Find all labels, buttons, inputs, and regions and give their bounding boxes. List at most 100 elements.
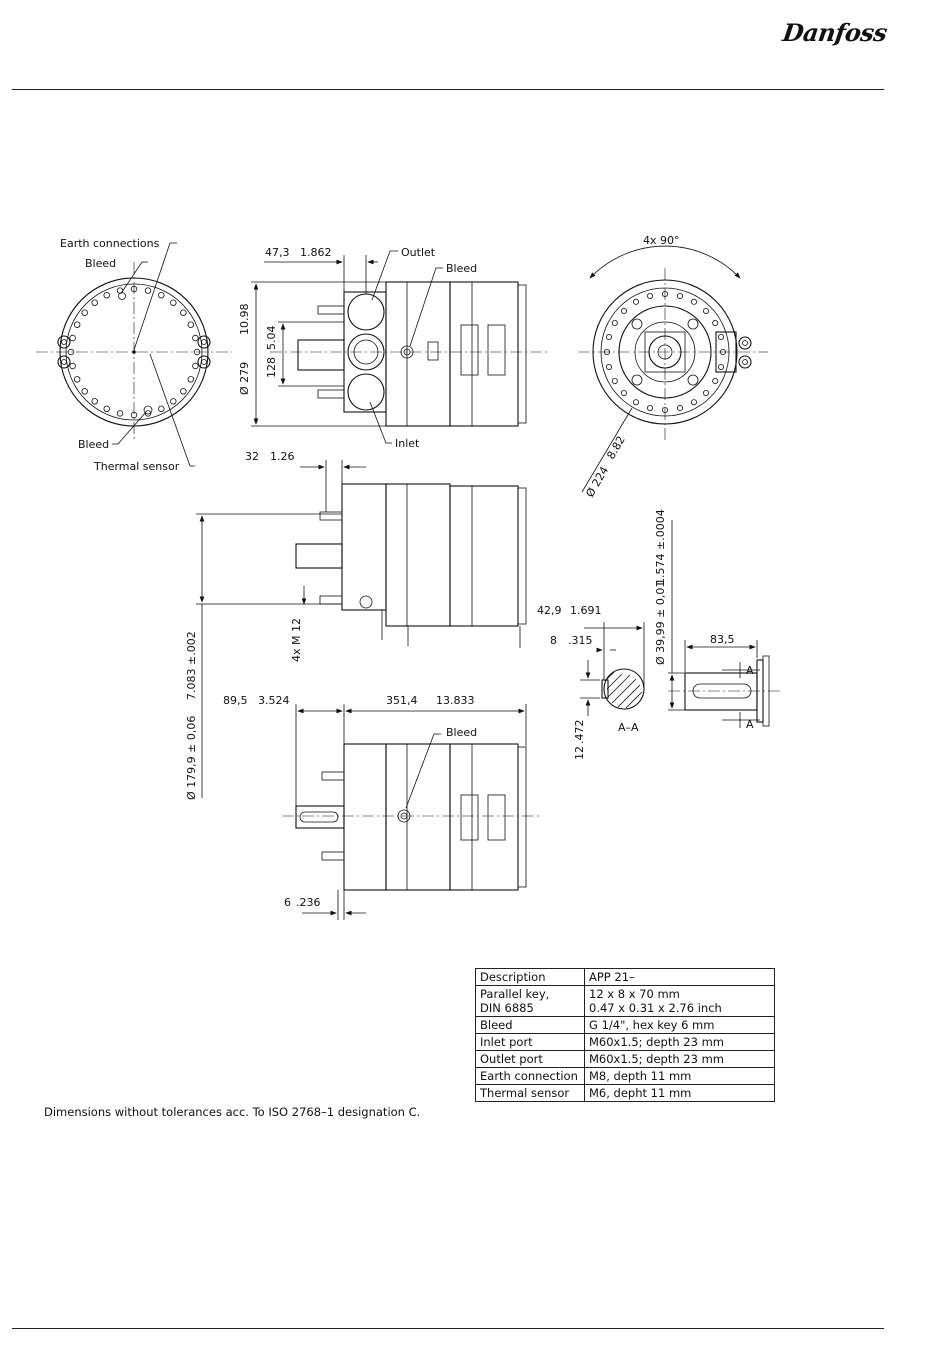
bolt-hole bbox=[170, 299, 177, 306]
dim-12-inch: .472 bbox=[573, 720, 586, 745]
bolt-hole bbox=[69, 334, 76, 342]
bolt-hole bbox=[192, 362, 199, 370]
dim-6: 6 bbox=[284, 896, 291, 909]
bolt-hole bbox=[621, 307, 628, 314]
bolt-hole bbox=[187, 321, 194, 328]
bolt-hole bbox=[73, 321, 81, 328]
spec-label: Earth connection bbox=[475, 1067, 585, 1085]
label-section-a-top: A bbox=[746, 664, 754, 677]
dim-351-4-inch: 13.833 bbox=[436, 694, 475, 707]
spec-label: Inlet port bbox=[475, 1033, 585, 1051]
bolt-hole bbox=[67, 348, 75, 356]
bolt-hole bbox=[621, 389, 628, 396]
bolt-hole bbox=[611, 377, 618, 384]
bolt-hole bbox=[193, 348, 201, 356]
front-view bbox=[36, 242, 232, 467]
bolt-hole bbox=[718, 363, 725, 370]
dim-8-inch: .315 bbox=[568, 634, 593, 647]
bolt-hole bbox=[130, 285, 138, 293]
bolt-hole bbox=[69, 362, 76, 370]
side-view-top bbox=[251, 250, 548, 444]
header-rule bbox=[12, 89, 884, 90]
bolt-hole bbox=[647, 292, 654, 299]
dim-279-inch: 10.98 bbox=[238, 304, 251, 336]
bolt-hole bbox=[91, 299, 98, 306]
spec-label: Parallel key, DIN 6885 bbox=[475, 985, 585, 1017]
label-section-a-bottom: A bbox=[746, 718, 754, 731]
spec-label: Bleed bbox=[475, 1016, 585, 1034]
label-bleed-lower: Bleed bbox=[446, 726, 477, 739]
label-bleed-front-bottom: Bleed bbox=[78, 438, 109, 451]
dim-89-5-inch: 3.524 bbox=[258, 694, 290, 707]
bolt-hole bbox=[187, 376, 194, 383]
dim-8: 8 bbox=[550, 634, 557, 647]
bolt-hole bbox=[180, 309, 187, 316]
spec-value: APP 21– bbox=[584, 968, 775, 986]
bolt-hole bbox=[170, 398, 177, 405]
dim-47-3-inch: 1.862 bbox=[300, 246, 332, 259]
bolt-hole bbox=[611, 319, 618, 326]
dim-279: Ø 279 bbox=[238, 362, 251, 395]
spec-label: Description bbox=[475, 968, 585, 986]
bolt-hole bbox=[81, 309, 88, 316]
label-section-aa: A–A bbox=[618, 721, 639, 734]
bolt-hole bbox=[192, 334, 199, 342]
rear-view bbox=[578, 245, 768, 493]
bolt-hole bbox=[633, 399, 640, 406]
label-bleed-front-top: Bleed bbox=[85, 257, 116, 270]
label-earth-connections: Earth connections bbox=[60, 237, 160, 250]
spec-value: G 1/4", hex key 6 mm bbox=[584, 1016, 775, 1034]
dim-42-9: 42,9 bbox=[537, 604, 562, 617]
bolt-hole bbox=[677, 292, 684, 299]
bolt-hole bbox=[158, 405, 165, 412]
label-outlet: Outlet bbox=[401, 246, 436, 259]
bolt-hole bbox=[103, 405, 110, 412]
bolt-hole bbox=[73, 376, 81, 383]
bolt-hole bbox=[116, 410, 124, 417]
bolt-hole bbox=[604, 348, 611, 355]
section-aa bbox=[580, 622, 645, 716]
dim-351-4: 351,4 bbox=[386, 694, 418, 707]
label-angle-4x90: 4x 90° bbox=[643, 234, 680, 247]
tolerance-note: Dimensions without tolerances acc. To IS… bbox=[44, 1105, 421, 1119]
label-inlet: Inlet bbox=[395, 437, 420, 450]
bolt-hole bbox=[703, 389, 710, 396]
dim-39-99-inch: 1.574 ±.0004 bbox=[654, 509, 667, 585]
bolt-hole bbox=[130, 411, 138, 419]
bolt-hole bbox=[691, 298, 698, 305]
dim-39-99: Ø 39,99 ± 0,01 bbox=[654, 581, 667, 665]
bolt-hole bbox=[691, 399, 698, 406]
bolt-hole bbox=[180, 388, 187, 395]
bolt-hole bbox=[712, 377, 719, 384]
bolt-hole bbox=[633, 298, 640, 305]
spec-value: M60x1.5; depth 23 mm bbox=[584, 1033, 775, 1051]
shaft-detail bbox=[668, 520, 782, 728]
bolt-hole bbox=[720, 348, 727, 355]
dim-128-inch: 5.04 bbox=[265, 326, 278, 351]
footer-rule bbox=[12, 1328, 884, 1329]
dim-224-inch: 8.82 bbox=[604, 434, 628, 462]
dim-42-9-inch: 1.691 bbox=[570, 604, 602, 617]
dim-32: 32 bbox=[245, 450, 259, 463]
spec-value: M6, depht 11 mm bbox=[584, 1084, 775, 1102]
bolt-hole bbox=[677, 404, 684, 411]
bolt-hole bbox=[662, 406, 669, 413]
label-thermal-sensor: Thermal sensor bbox=[93, 460, 180, 473]
dim-224: Ø 224 bbox=[583, 464, 611, 499]
bolt-hole bbox=[662, 290, 669, 297]
dim-128: 128 bbox=[265, 357, 278, 378]
bolt-hole bbox=[144, 287, 152, 294]
bolt-hole bbox=[703, 307, 710, 314]
dim-89-5: 89,5 bbox=[223, 694, 248, 707]
label-bolts-4x-m12: 4x M 12 bbox=[290, 618, 303, 662]
bolt-hole bbox=[606, 363, 613, 370]
bolt-hole bbox=[606, 333, 613, 340]
